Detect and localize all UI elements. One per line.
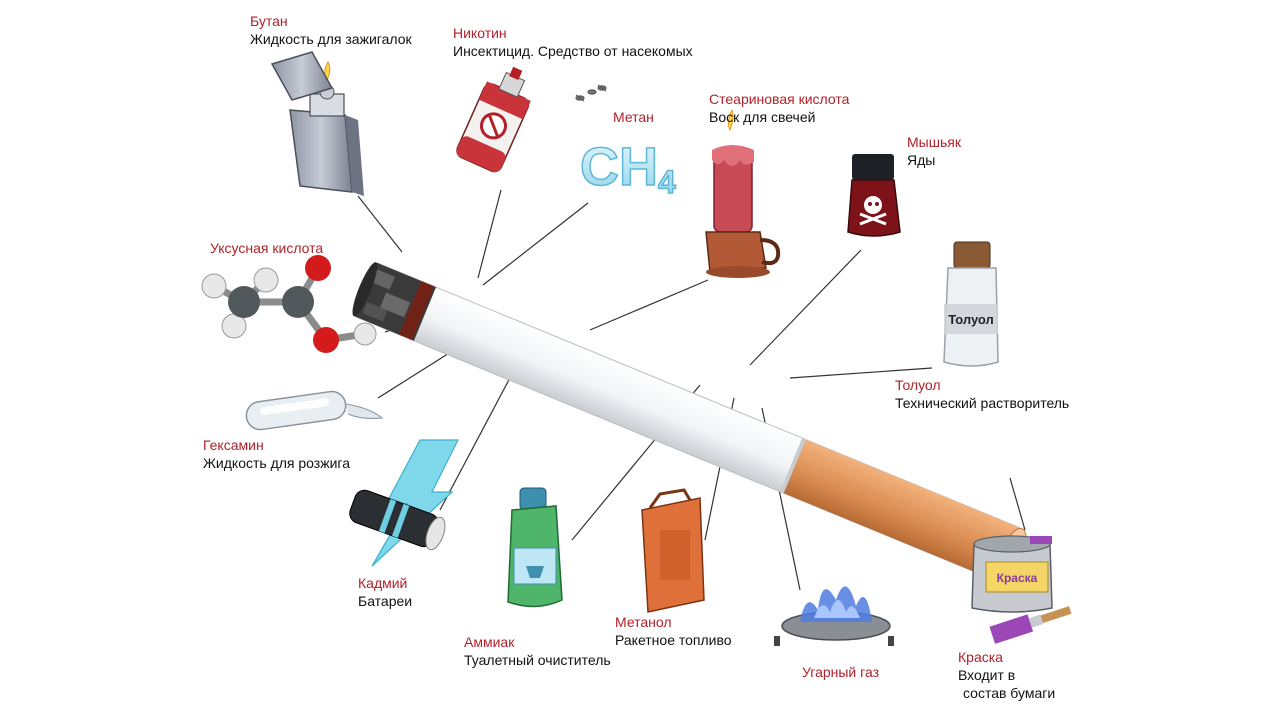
paint-label: Краска Входит в состав бумаги	[958, 648, 1055, 702]
arsenic-desc: Яды	[907, 152, 936, 168]
nicotine-desc: Инсектицид. Средство от насекомых	[453, 43, 693, 59]
insect-spray-icon	[456, 66, 607, 173]
ammonia-name: Аммиак	[464, 634, 515, 650]
stearic-name: Стеариновая кислота	[709, 91, 850, 107]
stearic-label: Стеариновая кислота Воск для свечей	[709, 90, 849, 126]
butane-name: Бутан	[250, 13, 288, 29]
battery-icon	[349, 439, 459, 567]
cigarette-filter	[782, 439, 1023, 583]
lighter-icon	[270, 51, 364, 196]
hexamine-desc: Жидкость для розжига	[203, 455, 350, 471]
methanol-desc: Ракетное топливо	[615, 632, 732, 648]
paint-desc: Входит в	[958, 667, 1016, 683]
methane-label: Метан	[613, 108, 654, 126]
toluene-name: Толуол	[895, 377, 941, 393]
toluene-desc: Технический растворитель	[895, 395, 1070, 411]
butane-label: Бутан Жидкость для зажигалок	[250, 12, 412, 48]
hexamine-name: Гексамин	[203, 437, 264, 453]
paint-desc-2: состав бумаги	[963, 685, 1056, 701]
co-label: Угарный газ	[802, 663, 879, 681]
stearic-desc: Воск для свечей	[709, 109, 816, 125]
arsenic-label: Мышьяк Яды	[907, 133, 961, 169]
butane-desc: Жидкость для зажигалок	[250, 31, 412, 47]
ch4-formula-text: CH4	[580, 137, 676, 200]
arsenic-name: Мышьяк	[907, 134, 961, 150]
solvent-bottle-icon: Толуол	[943, 241, 999, 367]
gas-flame-icon	[774, 586, 894, 646]
methanol-label: Метанол Ракетное топливо	[615, 613, 732, 649]
methanol-name: Метанол	[615, 614, 672, 630]
toluene-label: Толуол Технический растворитель	[895, 376, 1069, 412]
methane-name: Метан	[613, 109, 654, 125]
co-name: Угарный газ	[802, 664, 879, 680]
cadmium-name: Кадмий	[358, 575, 408, 591]
cadmium-label: Кадмий Батареи	[358, 574, 412, 610]
acetic-label: Уксусная кислота	[210, 239, 323, 257]
nicotine-label: Никотин Инсектицид. Средство от насекомы…	[453, 24, 693, 60]
candle-icon	[705, 108, 781, 278]
paint-name: Краска	[958, 649, 1003, 665]
test-tube-icon	[245, 390, 384, 431]
ch4-formula-icon: CH4	[579, 136, 677, 201]
hexamine-label: Гексамин Жидкость для розжига	[203, 436, 350, 472]
paint-can-label: Краска	[997, 571, 1038, 585]
toluene-bottle-label: Толуол	[948, 312, 994, 327]
acetic-name: Уксусная кислота	[210, 240, 324, 256]
molecule-icon	[201, 255, 377, 353]
cadmium-desc: Батареи	[358, 593, 413, 609]
nicotine-name: Никотин	[453, 25, 507, 41]
ammonia-desc: Туалетный очиститель	[464, 652, 611, 668]
poison-bottle-icon	[847, 154, 901, 237]
paint-can-icon: Краска	[971, 535, 1072, 644]
ammonia-label: Аммиак Туалетный очиститель	[464, 633, 611, 669]
fuel-canister-icon	[641, 488, 705, 613]
cleaner-bottle-icon	[507, 487, 563, 608]
